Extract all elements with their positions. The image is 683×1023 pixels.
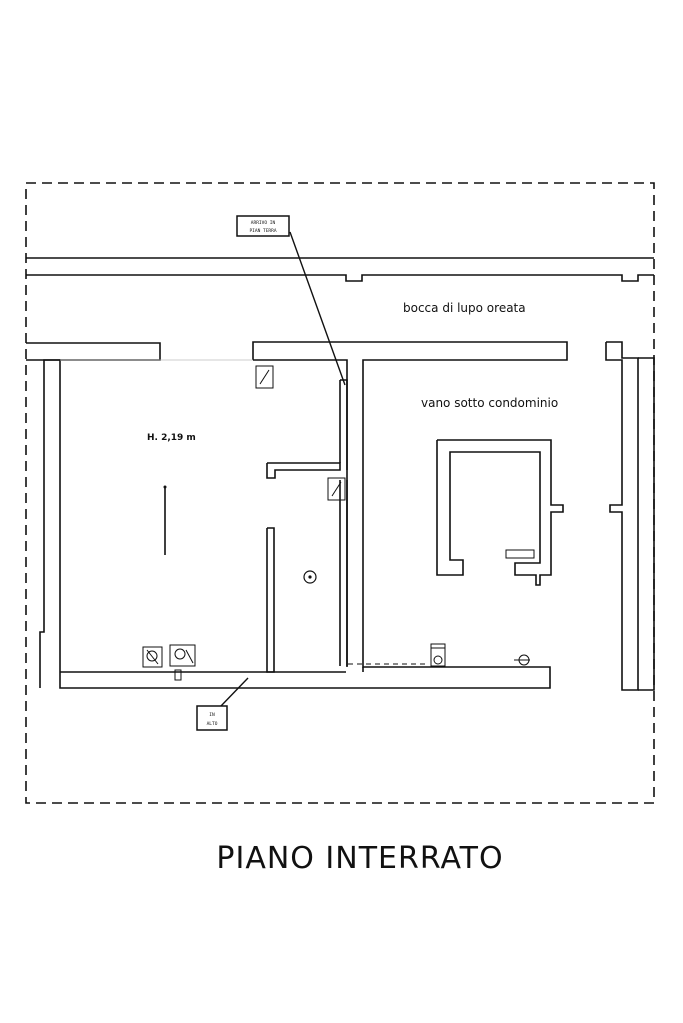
- interior-partitions: [266, 379, 348, 673]
- bocca-label: bocca di lupo oreata: [403, 301, 526, 315]
- callout-bottom-line2: ALTO: [207, 721, 218, 727]
- u-structure: [436, 439, 564, 586]
- corridor-walls: [26, 257, 654, 282]
- right-column: [605, 341, 655, 691]
- vano-label: vano sotto condominio: [421, 396, 558, 410]
- callout-bottom-line1: IN: [209, 712, 215, 718]
- callout-top-line2: PIAN TERRA: [249, 228, 276, 234]
- room-height-label: H. 2,19 m: [147, 433, 196, 443]
- left-room-walls: [26, 341, 568, 689]
- light-point-symbol: [303, 570, 317, 584]
- switch-symbol: [255, 365, 346, 501]
- plan-title: PIANO INTERRATO: [216, 841, 503, 876]
- callout-top-line1: ARRIVO IN: [251, 220, 276, 226]
- light-fixture-end: [163, 485, 167, 489]
- callout-bottom: IN ALTO: [196, 705, 228, 731]
- meter-symbol: [430, 549, 535, 667]
- callout-top: ARRIVO IN PIAN TERRA: [236, 215, 290, 237]
- outlet-symbol: [142, 644, 196, 681]
- leader-lines: [219, 231, 346, 708]
